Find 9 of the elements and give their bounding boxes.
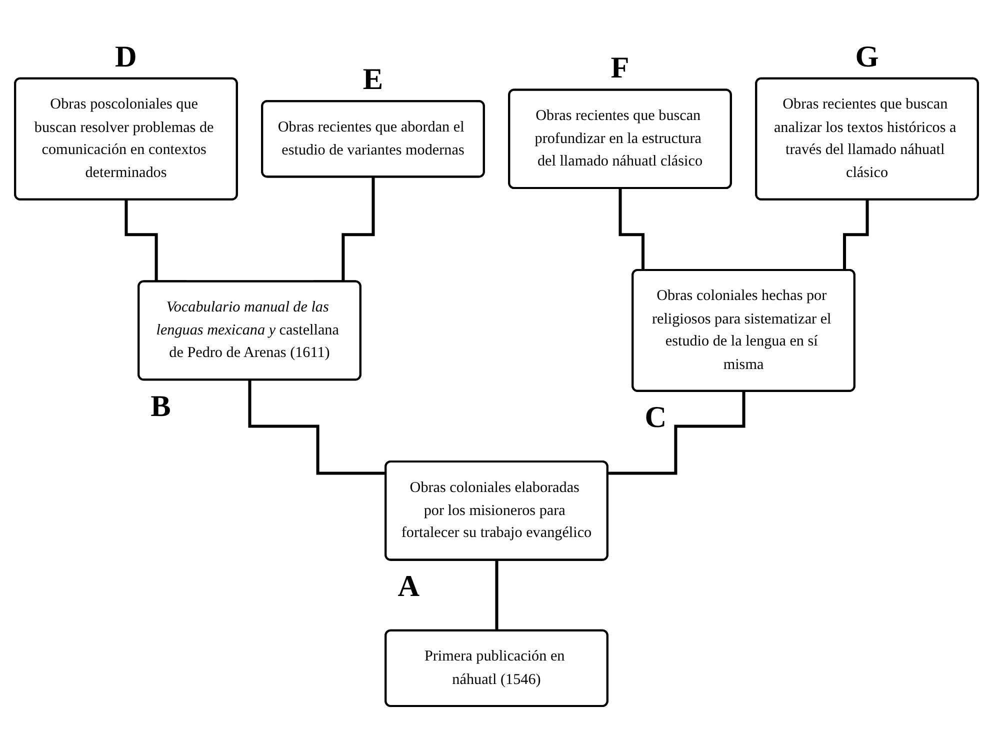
section-letter: C (644, 400, 667, 435)
section-letter: F (610, 51, 630, 86)
connector (608, 390, 746, 476)
section-letter: A (398, 570, 420, 604)
section-letter: D (115, 40, 137, 74)
connector (248, 379, 386, 476)
section-letter: E (362, 62, 384, 96)
section-letter: B (150, 389, 171, 424)
section-letter: G (855, 40, 879, 74)
